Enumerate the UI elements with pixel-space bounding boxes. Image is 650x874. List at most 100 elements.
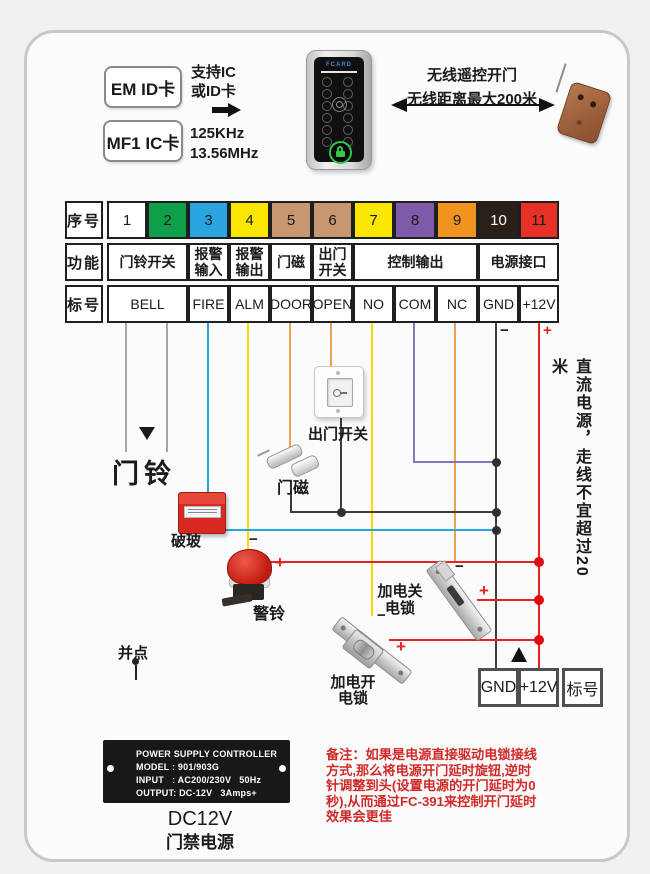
wireless-line2: 无线距离最大200米: [406, 91, 538, 108]
reader-light-strip: [321, 71, 357, 73]
wire-12v: [538, 323, 540, 668]
double-arrow-line: [401, 104, 545, 106]
pin-7: 7: [353, 201, 394, 239]
rfid-wave-icon-inner: [336, 101, 343, 108]
lock-icon-body: [336, 151, 345, 157]
junction-dot: [492, 458, 501, 467]
wire-gnd-bus: [290, 511, 497, 513]
doorbell-arrow-icon: [139, 427, 155, 440]
exit-switch-button: [327, 378, 353, 407]
exit-switch-screw: [336, 409, 340, 413]
mini-tag: 标号: [562, 668, 603, 707]
rfid-wave-icon: [332, 97, 347, 112]
tag-door: DOOR: [270, 285, 312, 323]
arrow-shaft: [212, 107, 228, 113]
func-control-output: 控制输出: [353, 243, 478, 281]
access-reader-device: FCARD: [306, 50, 372, 170]
arrow-head: [228, 103, 241, 117]
wireless-line1: 无线遥控开门: [426, 67, 517, 84]
break-glass-device: [178, 492, 226, 534]
wire-alm: [247, 323, 249, 549]
frequency-text: 125KHz 13.56MHz: [190, 125, 259, 162]
tag-bell: BELL: [107, 285, 188, 323]
card-box-em-id: EM ID卡: [104, 66, 182, 108]
func-exit-switch: 出门 开关: [312, 243, 353, 281]
tag-nc: NC: [436, 285, 478, 323]
support-card-text: 支持IC 或ID卡: [191, 64, 237, 100]
psu-screw-hole: [107, 765, 114, 772]
row-header-tag: 标号: [65, 285, 103, 323]
tag-12v: +12V: [519, 285, 559, 323]
fail-safe-lock-label: 加电开 电锁: [330, 674, 376, 707]
wire-gnd: [495, 323, 497, 668]
pin-3: 3: [188, 201, 229, 239]
key-icon-stem: [340, 392, 347, 394]
reader-keypad: [322, 77, 353, 147]
pin-8: 8: [394, 201, 436, 239]
exit-switch-screw: [336, 371, 340, 375]
wire-nc: [454, 323, 456, 563]
keypad-key: [322, 101, 332, 111]
junction-legend-label: 并点: [118, 645, 149, 662]
pin-2: 2: [147, 201, 188, 239]
fail-secure-lock-label: 加电关 电锁: [377, 583, 423, 617]
lock-screw: [476, 625, 484, 633]
wire-doorcontact-down: [290, 490, 292, 513]
double-arrow-right-head: [539, 98, 555, 112]
tag-no: NO: [353, 285, 394, 323]
wire-bell-2: [166, 323, 168, 452]
junction-legend-dot: [132, 658, 139, 665]
double-arrow: [391, 98, 555, 112]
psu-spec-text: POWER SUPPLY CONTROLLER MODEL : 901/903G…: [136, 749, 278, 798]
tag-gnd: GND: [478, 285, 519, 323]
keypad-key: [343, 77, 353, 87]
wire-alarm-plus: [268, 561, 539, 563]
pin-4: 4: [229, 201, 270, 239]
wire-exitswitch-down: [340, 414, 342, 513]
func-alarm-input: 报警 输入: [188, 243, 229, 281]
power-supply-box: POWER SUPPLY CONTROLLER MODEL : 901/903G…: [103, 740, 290, 803]
locknc-plus: +: [479, 581, 489, 600]
polarity-minus-top: −: [500, 322, 509, 339]
psu-caption-voltage: DC12V: [167, 808, 233, 830]
reader-panel: FCARD: [314, 57, 364, 164]
break-glass-top: [179, 493, 225, 504]
wire-lockno-plus: [389, 639, 539, 641]
func-power-port: 电源接口: [478, 243, 559, 281]
keypad-key: [343, 125, 353, 135]
alarm-plus: +: [275, 553, 285, 572]
lock-screw: [397, 669, 405, 677]
arrow-right-icon: [212, 103, 242, 117]
junction-dot: [492, 508, 501, 517]
locknc-minus: −: [455, 558, 464, 575]
lock-icon-shackle: [337, 146, 343, 151]
keypad-key: [322, 77, 332, 87]
mini-gnd: GND: [478, 668, 519, 707]
door-contact-label: 门磁: [276, 480, 309, 497]
pin-5: 5: [270, 201, 312, 239]
exit-switch-label: 出门开关: [307, 426, 368, 443]
tag-fire: FIRE: [188, 285, 229, 323]
dc-power-note: 直流电源，走线不宜超过20米: [549, 358, 590, 578]
pin-11: 11: [519, 201, 559, 239]
pin-1: 1: [107, 201, 147, 239]
junction-dot-red: [534, 595, 544, 605]
remote-button: [576, 93, 585, 101]
mini-12v: +12V: [518, 668, 559, 707]
junction-legend-line: [135, 665, 137, 680]
func-door-contact: 门磁: [270, 243, 312, 281]
up-arrow-icon: [511, 647, 527, 662]
lockno-minus: −: [377, 607, 386, 624]
wire-fire-return: [222, 529, 497, 531]
doorbell-label: 门铃: [112, 459, 176, 489]
wire-open: [330, 323, 332, 368]
keypad-key: [322, 125, 332, 135]
tag-com: COM: [394, 285, 436, 323]
alarm-bell-dome: [227, 549, 272, 585]
row-header-seq: 序号: [65, 201, 103, 239]
wire-locknc-plus: [477, 599, 539, 601]
lockno-plus: +: [396, 637, 406, 656]
remark-note: 备注：如果是电源直接驱动电锁接线 方式,那么将电源开门延时旋钮,逆时 针调整到头…: [326, 747, 537, 825]
wire-fire: [207, 323, 209, 495]
